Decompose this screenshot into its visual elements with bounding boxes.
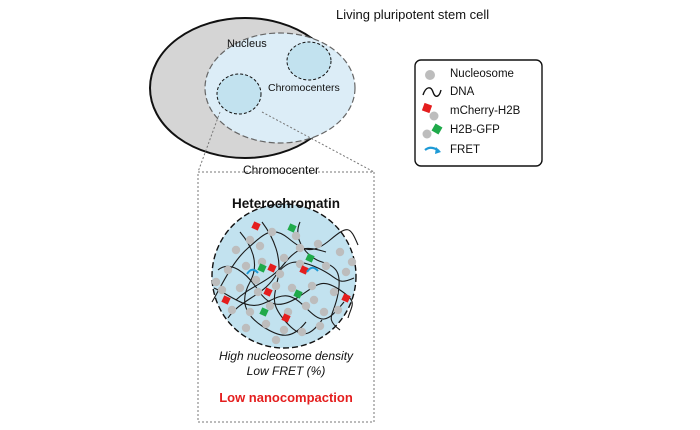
nucleosome [313,239,323,249]
nucleosome [255,241,265,251]
nucleosome [253,287,263,297]
mcherry-h2b-marker [281,313,291,323]
nucleosome [309,295,319,305]
nucleosome [241,261,251,271]
nucleosome [301,301,311,311]
nucleosome [251,275,261,285]
dna-strand [235,247,327,301]
dna-icon [422,87,442,97]
nucleosome [333,305,343,315]
legend-label-mcherry-h2b: mCherry-H2B [450,105,521,117]
fret-arrow [246,268,259,275]
nucleosome [275,269,285,279]
legend-label-dna: DNA [450,86,475,98]
nucleosome [279,253,289,263]
chromocenter-label: Chromocenter [243,163,320,177]
nucleosome [231,245,241,255]
h2b-gfp-icon [422,123,443,139]
zoom-box [197,171,375,423]
nucleosome [315,321,325,331]
chromocenter-small-right [286,41,332,81]
nucleosomes [211,221,357,345]
mcherry-h2b-marker [267,263,277,273]
nucleosome [297,327,307,337]
legend-label-h2b-gfp: H2B-GFP [450,124,500,136]
mcherry-h2b-marker [341,293,351,303]
nucleosome [307,281,317,291]
fret-arrow-icon [424,146,441,154]
mcherry-h2b-marker [251,221,261,231]
mcherry-h2b-marker [221,295,231,305]
nucleosome [271,281,281,291]
fret-arrow [306,266,319,273]
h2b-gfp-marker [305,253,315,263]
dna-strand [213,287,345,320]
mcherry-h2b-marker [299,265,309,275]
nucleosome [271,335,281,345]
legend-label-nucleosome: Nucleosome [450,68,514,80]
chromocenters-label: Chromocenters [268,82,340,94]
nucleosome [347,257,357,267]
mcherry-h2b-icon [421,102,439,121]
h2b-gfp-marker [287,223,297,233]
mcherry-h2b-marker [263,287,273,297]
nucleosome [267,227,277,237]
description-line-1: High nucleosome density [218,349,354,363]
nucleosome [295,243,305,253]
nucleosome [241,323,251,333]
nucleosome [261,319,271,329]
nucleosome [235,283,245,293]
h2b-gfp-marker [293,289,303,299]
nucleosome [245,307,255,317]
chromocenter-small-left [216,73,262,115]
nucleosome [257,257,267,267]
h2b-gfp-marker [259,307,269,317]
nucleosome [227,305,237,315]
heterochromatin-heading: Heterochromatin [231,196,341,211]
zoom-line-right [261,111,375,173]
dna-strand [239,231,307,336]
cell-title: Living pluripotent stem cell [336,7,490,22]
nucleosome [335,247,345,257]
nucleus-label: Nucleus [227,38,267,50]
nucleosome [211,277,221,287]
dna-strand [211,229,359,303]
nucleosome [279,325,289,335]
zoom-line-left [197,111,221,173]
nucleosome [291,231,301,241]
nucleosome [245,235,255,245]
nucleosome [319,307,329,317]
nucleosome [321,261,331,271]
dna-strand [227,261,355,319]
legend-label-fret: FRET [450,144,481,156]
nucleosome [329,287,339,297]
nucleosome [287,283,297,293]
nucleosome [265,301,275,311]
conclusion-label: Low nanocompaction [219,390,353,405]
nucleosome-icon [425,70,435,80]
legend-box [414,59,543,167]
nucleosome [217,285,227,295]
h2b-gfp-marker [257,263,267,273]
nucleosome [223,265,233,275]
nucleosome [341,267,351,277]
description-line-2: Low FRET (%) [246,364,326,378]
